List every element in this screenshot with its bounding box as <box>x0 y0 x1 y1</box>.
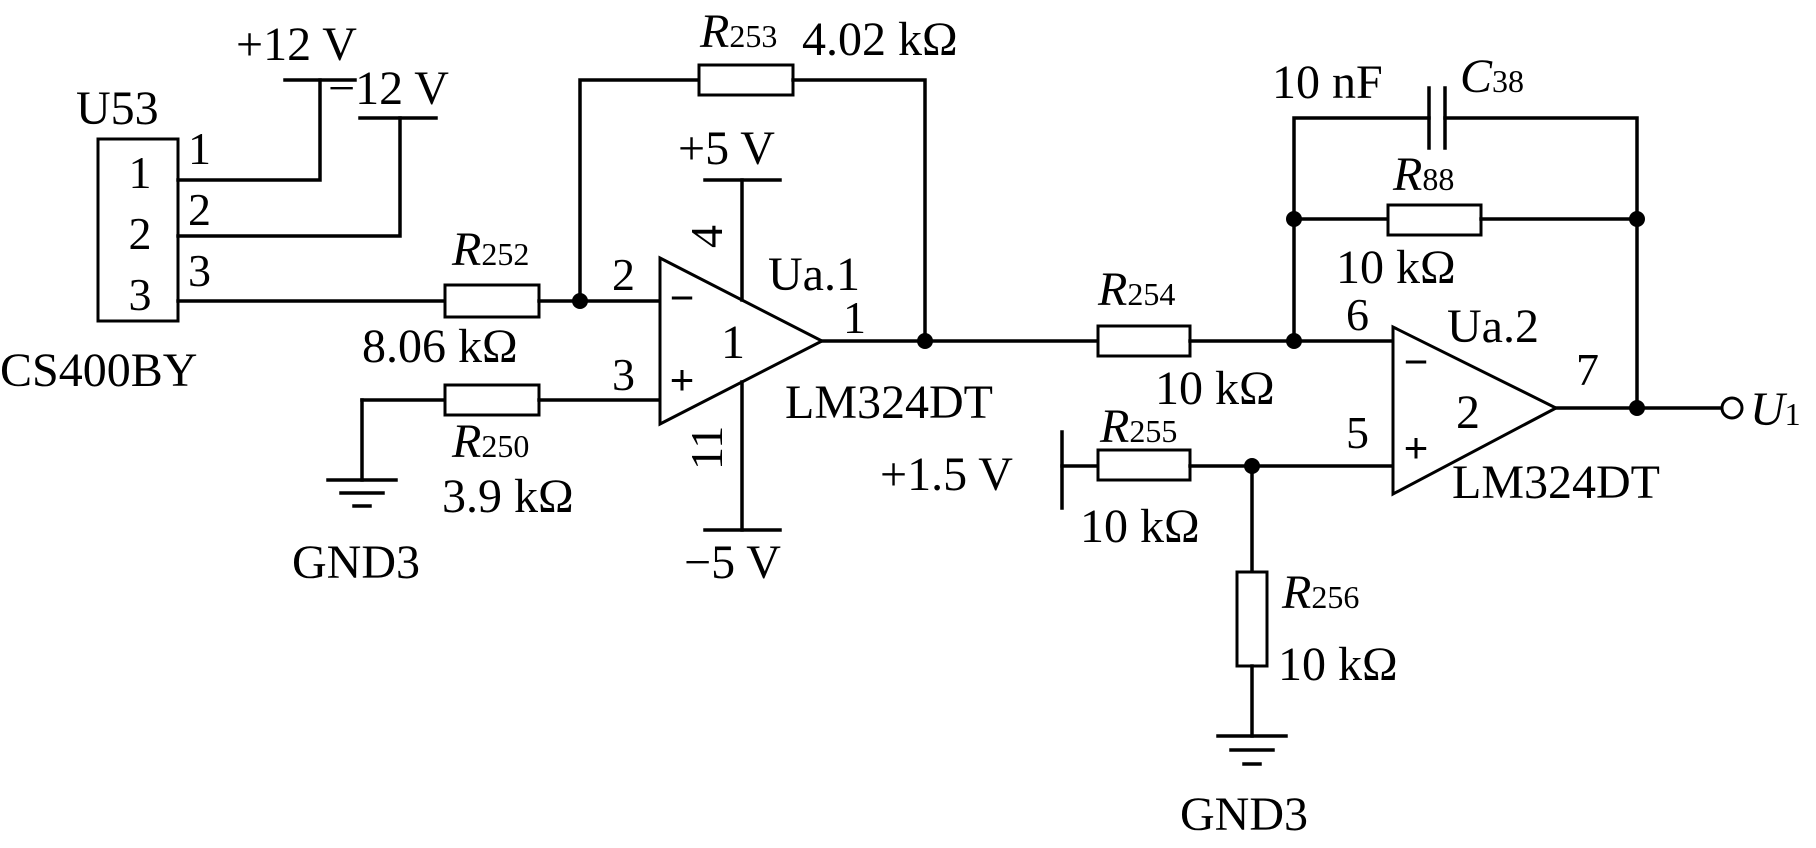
opamp-ua2-pin-out: 7 <box>1576 344 1599 395</box>
connector-pin-3: 3 <box>129 269 152 320</box>
wire-fb2-left-c <box>1292 116 1431 343</box>
output-terminal <box>1720 396 1744 420</box>
connector-part: CS400BY <box>0 344 197 397</box>
opamp-ua2-plus: + <box>1404 424 1429 471</box>
resistor-r256-body <box>1235 570 1269 668</box>
ground-right-symbol <box>1216 734 1288 766</box>
junction-ua1-out <box>917 333 933 349</box>
ground-gnd3-left: GND3 <box>292 398 420 589</box>
opamp-ua2-part: LM324DT <box>1452 456 1660 509</box>
opamp-ua1-pin-inv: 2 <box>612 249 635 300</box>
resistor-r256: R256 10 kΩ <box>1235 566 1398 691</box>
ground-gnd3-right: GND3 <box>1180 664 1308 841</box>
junction-fb2-right <box>1629 211 1645 227</box>
opamp-ua2-ref: Ua.2 <box>1447 300 1539 353</box>
wire-pin1-to-pos12 <box>176 78 322 182</box>
resistor-r254-designator: R254 <box>1097 263 1175 316</box>
capacitor-c38: 10 nF C38 <box>1272 50 1524 150</box>
resistor-r250-designator: R250 <box>451 415 529 468</box>
connector-pin-2: 2 <box>129 208 152 259</box>
neg12-label: −12 V <box>328 62 449 115</box>
resistor-r256-value: 10 kΩ <box>1278 638 1398 691</box>
resistor-r255-designator: R255 <box>1099 400 1177 453</box>
junction-fb2-left <box>1286 211 1302 227</box>
opamp-ua1-plus: + <box>670 356 695 403</box>
opamp-ua2-pin-noninv: 5 <box>1346 407 1369 458</box>
pos5-label: +5 V <box>678 122 775 175</box>
resistor-r254-value: 10 kΩ <box>1155 362 1275 415</box>
resistor-r252-designator: R252 <box>451 223 529 276</box>
pos1v5-label: +1.5 V <box>880 448 1013 501</box>
opamp-ua2-minus: − <box>1404 338 1429 385</box>
opamp-ua2-triangle <box>1391 324 1560 497</box>
supply-1v5: +1.5 V <box>880 430 1064 510</box>
opamp-ua1-pin-vneg: 11 <box>681 426 732 470</box>
ground-left-label: GND3 <box>292 536 420 589</box>
resistor-r256-designator: R256 <box>1281 566 1359 619</box>
resistor-r88-value: 10 kΩ <box>1336 241 1456 294</box>
junction-ua2-out <box>1629 400 1645 416</box>
opamp-ua2: − + 2 Ua.2 LM324DT 6 5 7 <box>1346 289 1660 509</box>
connector-wire-label-2: 2 <box>188 184 211 235</box>
resistor-r255-value: 10 kΩ <box>1080 500 1200 553</box>
connector-body <box>96 137 180 323</box>
wire-pin2-to-neg12 <box>176 116 402 238</box>
resistor-r250-body <box>443 383 541 417</box>
supply-12v: +12 V −12 V <box>176 18 449 238</box>
resistor-r252-value: 8.06 kΩ <box>362 320 518 373</box>
connector-wire-label-3: 3 <box>188 245 211 296</box>
neg5-label: −5 V <box>684 536 781 589</box>
opamp-ua1-ref: Ua.1 <box>768 248 860 301</box>
output-label: U1 <box>1750 383 1801 436</box>
resistor-r88-designator: R88 <box>1392 148 1454 201</box>
connector-pin-1: 1 <box>129 147 152 198</box>
opamp-ua1-pin-vpos: 4 <box>681 225 732 248</box>
opamp-ua1-unit: 1 <box>721 316 745 369</box>
pos12-label: +12 V <box>236 18 357 71</box>
wire-fb1-left <box>578 78 701 303</box>
capacitor-c38-designator: C38 <box>1460 50 1524 103</box>
capacitor-c38-value: 10 nF <box>1272 56 1383 109</box>
ground-right-label: GND3 <box>1180 788 1308 841</box>
wire-fb1-right <box>791 78 927 343</box>
opamp-ua2-pin-inv: 6 <box>1346 289 1369 340</box>
capacitor-c38-plates <box>1427 86 1447 150</box>
opamp-ua1-part: LM324DT <box>785 376 993 429</box>
resistor-r88: R88 10 kΩ <box>1336 148 1483 294</box>
resistor-r88-body <box>1386 203 1483 237</box>
resistor-r252: R252 8.06 kΩ <box>362 223 541 373</box>
opamp-ua2-unit: 2 <box>1456 386 1480 439</box>
resistor-r250-value: 3.9 kΩ <box>442 470 574 523</box>
resistor-r253-body <box>697 63 795 97</box>
resistor-r255: R255 10 kΩ <box>1080 400 1200 553</box>
resistor-r254: R254 10 kΩ <box>1096 263 1275 415</box>
resistor-r253-value: 4.02 kΩ <box>802 13 958 66</box>
wire-fb2-right-c <box>1443 116 1639 410</box>
resistor-r253-designator: R253 <box>699 5 777 58</box>
connector-wire-label-1: 1 <box>188 123 211 174</box>
opamp-ua1-pin-noninv: 3 <box>612 349 635 400</box>
connector-ref: U53 <box>76 82 159 135</box>
resistor-r252-body <box>443 283 541 319</box>
connector-u53: U53 CS400BY 1 2 3 1 2 3 <box>0 82 211 397</box>
resistor-r255-body <box>1096 448 1192 482</box>
resistor-r254-body <box>1096 324 1192 358</box>
opamp-ua1: − + 1 Ua.1 LM324DT 2 3 1 4 11 <box>612 225 993 470</box>
resistor-r253: R253 4.02 kΩ <box>697 5 958 97</box>
opamp-ua1-minus: − <box>670 274 695 321</box>
opamp-ua1-pin-out: 1 <box>843 292 866 343</box>
ground-left-symbol <box>326 478 398 508</box>
resistor-r250: R250 3.9 kΩ <box>442 383 574 523</box>
